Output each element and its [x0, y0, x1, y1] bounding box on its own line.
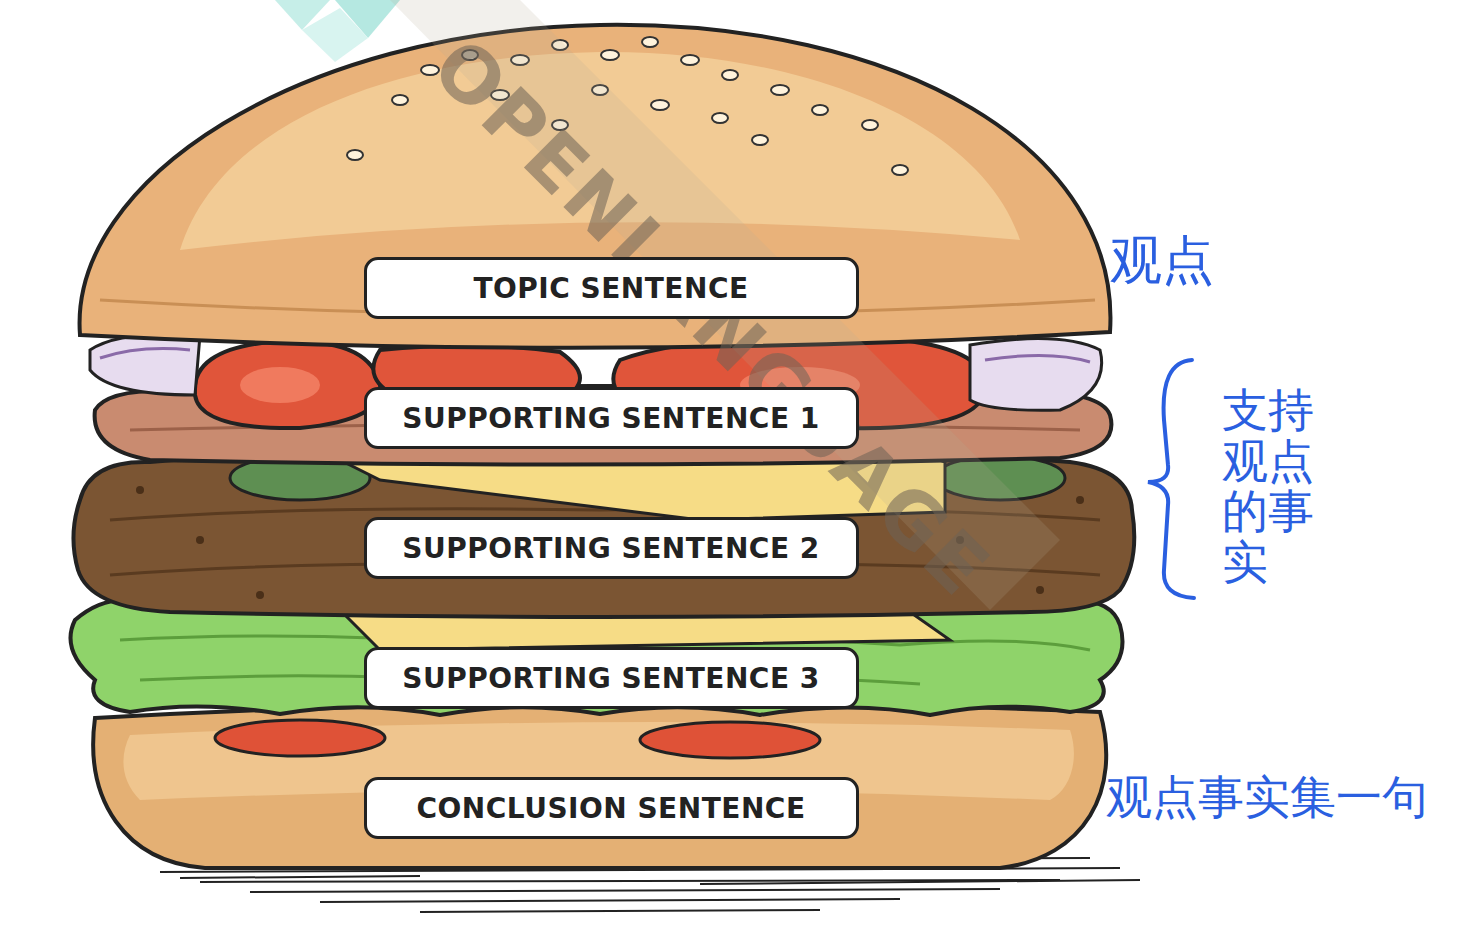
sentence-box: SUPPORTING SENTENCE 1 — [364, 387, 859, 449]
sesame-seeds-shape — [752, 135, 768, 145]
sesame-seeds-shape — [812, 105, 828, 115]
curly-bracket — [1148, 360, 1194, 598]
sesame-seeds-shape — [642, 37, 658, 47]
plate-shadow-shape — [700, 880, 1140, 884]
beef-patty-shape — [196, 536, 204, 544]
sesame-seeds-shape — [892, 165, 908, 175]
sesame-seeds-shape — [347, 150, 363, 160]
sesame-seeds-shape — [722, 70, 738, 80]
sentence-label: SUPPORTING SENTENCE 3 — [402, 662, 820, 695]
handwritten-note: 支持观点的事实 — [1222, 385, 1319, 587]
note-text: 观点 — [1110, 232, 1214, 289]
sentence-box: SUPPORTING SENTENCE 2 — [364, 517, 859, 579]
handwritten-note: 观点事实集一句 — [1106, 772, 1428, 823]
sesame-seeds-shape — [681, 55, 699, 65]
plate-shadow-shape — [420, 910, 820, 912]
beef-patty-shape — [1076, 496, 1084, 504]
logo-diamonds — [275, 0, 400, 62]
sesame-seeds-shape — [862, 120, 878, 130]
sesame-seeds-shape — [771, 85, 789, 95]
tomato-slice-shape — [215, 720, 385, 756]
plate-shadow-shape — [180, 876, 420, 878]
sentence-label: SUPPORTING SENTENCE 1 — [402, 402, 820, 435]
tomato-slices-shape — [240, 367, 320, 403]
tomato-slices-shape — [195, 341, 381, 428]
sentence-box: CONCLUSION SENTENCE — [364, 777, 859, 839]
sentence-box: TOPIC SENTENCE — [364, 257, 859, 319]
curly-bracket-shape — [1148, 360, 1194, 598]
sentence-label: TOPIC SENTENCE — [473, 272, 748, 305]
tomato-slice-shape — [640, 722, 820, 758]
onion-rings-shape — [100, 349, 190, 358]
bottom-bun-shape — [93, 702, 1106, 868]
beef-patty-shape — [256, 591, 264, 599]
onion-rings-shape — [90, 334, 200, 395]
logo-diamonds-shape — [302, 8, 368, 62]
sentence-box: SUPPORTING SENTENCE 3 — [364, 647, 859, 709]
sentence-label: SUPPORTING SENTENCE 2 — [402, 532, 820, 565]
sentence-label: CONCLUSION SENTENCE — [416, 792, 805, 825]
sesame-seeds-shape — [712, 113, 728, 123]
note-text: 观点事实集一句 — [1106, 772, 1428, 823]
beef-patty-shape — [1036, 586, 1044, 594]
sesame-seeds-shape — [651, 100, 669, 110]
plate-shadow-shape — [250, 889, 1000, 892]
sesame-seeds-shape — [392, 95, 408, 105]
tomato-slice — [215, 720, 820, 758]
plate-shadow-shape — [320, 899, 900, 902]
handwritten-note: 观点 — [1110, 232, 1214, 289]
note-text: 支持观点的事实 — [1222, 385, 1319, 587]
onion-rings-shape — [985, 355, 1090, 362]
onion-rings-shape — [970, 339, 1102, 411]
bottom-bun — [93, 702, 1106, 868]
beef-patty-shape — [136, 486, 144, 494]
sesame-seeds-shape — [601, 50, 619, 60]
